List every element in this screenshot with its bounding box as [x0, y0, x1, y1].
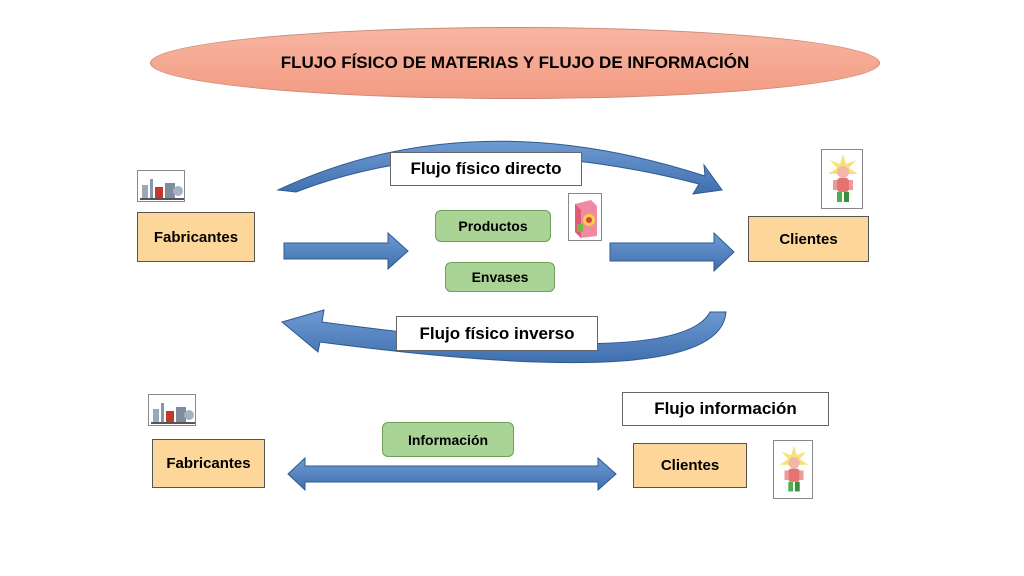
information-box: Información: [382, 422, 514, 457]
customer-figure-icon: [773, 440, 813, 499]
customer-figure-icon: [821, 149, 863, 209]
products-label: Productos: [458, 218, 528, 234]
packaging-label: Envases: [471, 269, 529, 285]
reverse-flow-curved-arrow: [280, 309, 727, 364]
customers-box-bottom: Clientes: [633, 443, 747, 488]
manufacturers-label: Fabricantes: [153, 228, 239, 246]
manufacturers-label: Fabricantes: [166, 455, 251, 472]
customers-label: Clientes: [660, 457, 720, 474]
factory-icon: [137, 170, 185, 202]
information-flow-label: Flujo información: [654, 399, 797, 418]
direct-flow-label-box: Flujo físico directo: [390, 152, 582, 186]
direct-flow-label: Flujo físico directo: [410, 159, 562, 178]
information-flow-label-box: Flujo información: [622, 392, 829, 426]
customers-label: Clientes: [779, 230, 838, 248]
information-label: Información: [407, 431, 489, 448]
packaging-box: Envases: [445, 262, 555, 292]
information-double-arrow: [287, 456, 617, 492]
products-box: Productos: [435, 210, 551, 242]
customers-box-top: Clientes: [748, 216, 869, 262]
product-box-icon: [568, 193, 602, 241]
manufacturers-box-bottom: Fabricantes: [152, 439, 265, 488]
manufacturers-to-products-arrow: [283, 231, 409, 271]
manufacturers-box-top: Fabricantes: [137, 212, 255, 262]
reverse-flow-label-box: Flujo físico inverso: [396, 316, 598, 351]
diagram-title: FLUJO FÍSICO DE MATERIAS Y FLUJO DE INFO…: [280, 53, 750, 72]
title-oval: FLUJO FÍSICO DE MATERIAS Y FLUJO DE INFO…: [150, 27, 880, 99]
reverse-flow-label: Flujo físico inverso: [419, 323, 575, 343]
factory-icon: [148, 394, 196, 426]
products-to-customers-arrow: [609, 231, 735, 273]
